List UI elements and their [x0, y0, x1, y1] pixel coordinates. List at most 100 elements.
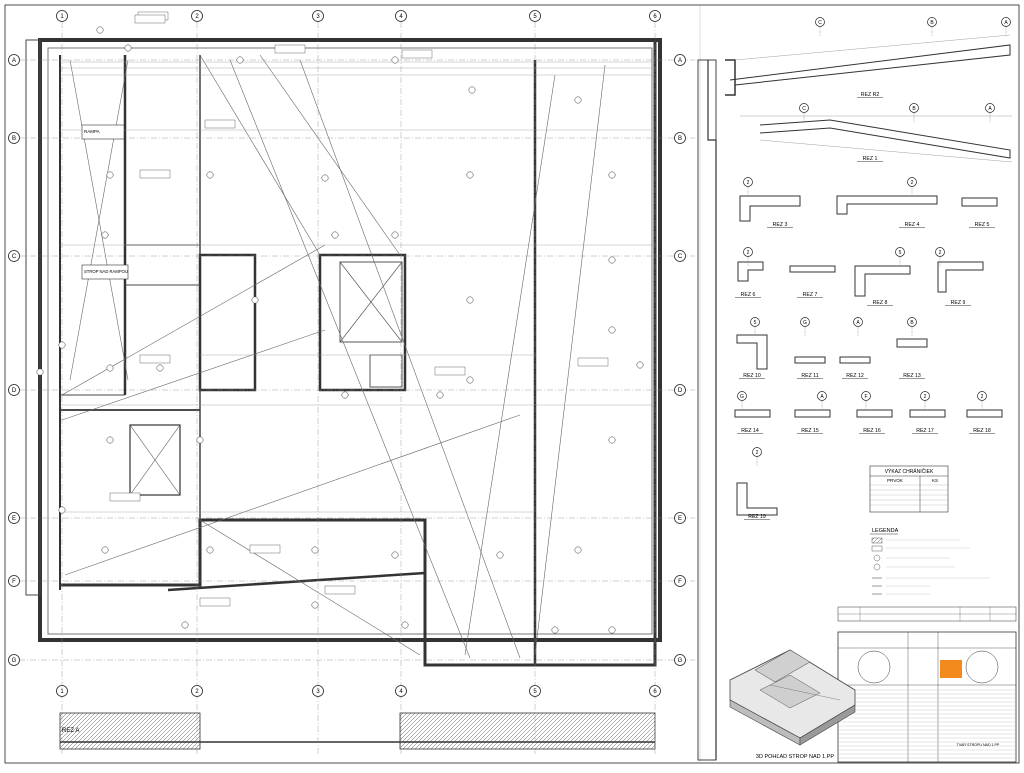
grid-row-label: E — [678, 516, 682, 522]
section-grid-label: 2 — [747, 180, 750, 186]
note-box — [134, 14, 166, 24]
annotation-marker — [574, 96, 582, 104]
grid-col-label: 5 — [533, 14, 537, 20]
annotation-marker — [466, 171, 474, 179]
grid-bubble-col-4: 4 — [395, 10, 407, 22]
note-box — [249, 544, 281, 554]
section-label: REZ 7 — [803, 292, 818, 298]
section-grid-label: 2 — [911, 180, 914, 186]
section-rez-9: REZ 9 2 — [935, 247, 984, 306]
sleeve-table-col-2: KS — [932, 478, 938, 483]
section-rez-4: REZ 4 2 — [836, 177, 938, 228]
section-grid-label: 2 — [939, 250, 942, 256]
sleeve-table-col-1: PRVOK — [887, 478, 903, 483]
grid-bubble-row-E: E — [674, 512, 686, 524]
3d-view: 3D POHĽAD STROP NAD 1.PP — [729, 649, 856, 760]
title-block: TVAR STROPU NAD 1.PP — [837, 631, 1017, 763]
section-rez-18: REZ 18 2 — [966, 391, 1003, 434]
annotation-marker — [496, 551, 504, 559]
grid-bubble-row-G: G — [8, 654, 20, 666]
section-label: REZ 3 — [773, 222, 788, 228]
grid-row-label: A — [12, 58, 16, 64]
sheet-title: TVAR STROPU NAD 1.PP — [957, 743, 1000, 747]
annotation-marker — [468, 86, 476, 94]
sheet-border — [4, 4, 1020, 764]
annotation-marker — [608, 436, 616, 444]
section-label: REZ 4 — [905, 222, 920, 228]
annotation-marker — [466, 376, 474, 384]
grid-row-label: B — [12, 136, 16, 142]
grid-bubble-row-F: F — [8, 575, 20, 587]
grid-bubble-col-4: 4 — [395, 685, 407, 697]
grid-lines — [8, 22, 695, 755]
grid-row-label: G — [678, 658, 683, 664]
annotation-marker — [236, 56, 244, 64]
section-grid-label: F — [864, 394, 867, 400]
grid-col-label: 4 — [399, 689, 403, 695]
grid-col-label: 2 — [195, 14, 199, 20]
grid-bubble-row-A: A — [8, 54, 20, 66]
section-label: REZ 6 — [741, 292, 756, 298]
grid-col-label: 5 — [533, 689, 537, 695]
sleeve-table: VÝKAZ CHRÁNIČIEK PRVOK KS — [869, 465, 949, 513]
grid-bubble-col-2: 2 — [191, 10, 203, 22]
grid-row-label: F — [12, 579, 16, 585]
section-label: REZ 19 — [748, 514, 766, 520]
annotation-marker — [124, 44, 132, 52]
annotation-marker — [574, 546, 582, 554]
legend: LEGENDA — [870, 528, 990, 595]
annotation-marker — [58, 506, 66, 514]
grid-col-label: 6 — [653, 14, 657, 20]
grid-col-label: 3 — [316, 689, 320, 695]
stamp-circle — [965, 650, 999, 684]
annotation-marker — [321, 174, 329, 182]
plan-annotations — [36, 11, 644, 634]
note-box — [139, 354, 171, 364]
section-rez-5: REZ 5 — [961, 197, 998, 228]
annotation-marker — [196, 436, 204, 444]
section-label: REZ 18 — [973, 428, 991, 434]
grid-bubble-row-F: F — [674, 575, 686, 587]
annotation-marker — [401, 621, 409, 629]
grid-col-label: 1 — [60, 14, 64, 20]
section-label: REZ 17 — [916, 428, 934, 434]
section-label: REZ 15 — [801, 428, 819, 434]
ramp-slab-label: STROP NAD RAMPOU — [84, 269, 128, 274]
note-box — [204, 119, 236, 129]
grid-bubble-col-3: 3 — [312, 685, 324, 697]
section-label: REZ 9 — [951, 300, 966, 306]
annotation-marker — [391, 231, 399, 239]
section-rez-8: REZ 85 — [854, 247, 911, 306]
section-grid-label: A — [856, 320, 860, 326]
grid-bubble-col-1: 1 — [56, 10, 68, 22]
annotation-marker — [636, 361, 644, 369]
grid-bubble-row-A: A — [674, 54, 686, 66]
section-grid-label: G — [803, 320, 807, 326]
grid-row-label: D — [12, 388, 17, 394]
section-rez-16: REZ 16F — [856, 391, 893, 434]
section-label: REZ 14 — [741, 428, 759, 434]
section-label: REZ 10 — [743, 373, 761, 379]
section-grid-label: 2 — [981, 394, 984, 400]
section-rez-19: REZ 192 — [736, 447, 778, 520]
section-grid-label: 5 — [899, 250, 902, 256]
grid-row-label: C — [12, 254, 17, 260]
note-box — [324, 585, 356, 595]
grid-bubble-col-5: 5 — [529, 10, 541, 22]
grid-col-label: 2 — [195, 689, 199, 695]
grid-bubble-col-5: 5 — [529, 685, 541, 697]
annotation-marker — [101, 546, 109, 554]
section-rez-15: REZ 15A — [794, 391, 831, 434]
annotation-marker — [311, 601, 319, 609]
grid-bubble-row-G: G — [674, 654, 686, 666]
section-rez-7: REZ 7 — [789, 265, 836, 298]
sleeve-table-title: VÝKAZ CHRÁNIČIEK — [885, 468, 934, 475]
annotation-marker — [106, 436, 114, 444]
section-grid-label: A — [1004, 20, 1008, 26]
section-rez-14: REZ 14G — [734, 391, 771, 434]
grid-bubble-row-D: D — [674, 384, 686, 396]
